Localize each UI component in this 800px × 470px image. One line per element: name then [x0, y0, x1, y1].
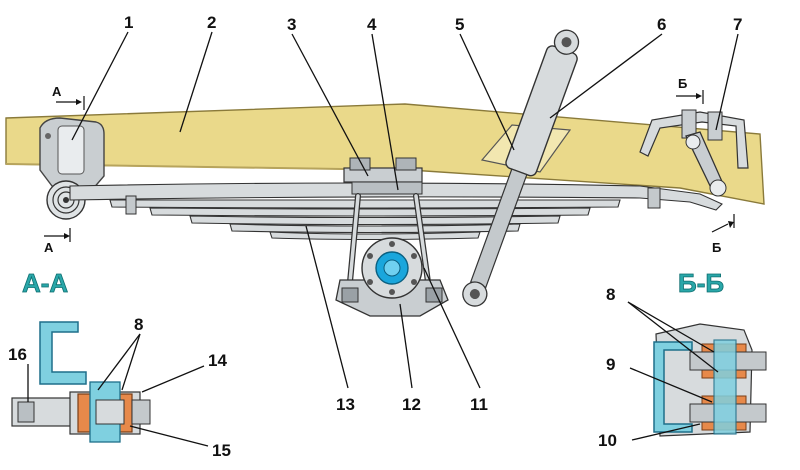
section-title-aa: А-А	[22, 268, 68, 298]
cut-marker-b-top: Б	[676, 76, 704, 104]
shock-absorber	[462, 29, 580, 307]
callout-8-left: 8	[134, 315, 143, 334]
callout-8-right: 8	[606, 285, 615, 304]
callout-9: 9	[606, 355, 615, 374]
cut-mark-b-top-label: Б	[678, 76, 687, 91]
cut-marker-a-top: А	[52, 84, 85, 110]
leaf-spring	[69, 182, 723, 241]
section-a-a	[11, 321, 151, 443]
section-title-bb: Б-Б	[678, 268, 724, 298]
leader-lines	[27, 31, 739, 447]
rear-shackle-bracket	[639, 109, 749, 169]
callout-5: 5	[455, 15, 464, 34]
callout-13: 13	[336, 395, 355, 414]
callout-6: 6	[657, 15, 666, 34]
section-b-b	[653, 323, 767, 437]
spring-shackle	[685, 131, 727, 197]
spring-clip-front	[125, 195, 137, 215]
callout-15: 15	[212, 441, 231, 460]
callout-10: 10	[598, 431, 617, 450]
callout-14: 14	[208, 351, 227, 370]
callout-2: 2	[207, 13, 216, 32]
callout-1: 1	[124, 13, 133, 32]
callout-4: 4	[367, 15, 377, 34]
cut-mark-b-bottom-label: Б	[712, 240, 721, 255]
spring-clip-rear	[647, 187, 661, 209]
cut-mark-a-bottom-label: А	[44, 240, 54, 255]
cut-mark-a-top-label: А	[52, 84, 62, 99]
cut-marker-a-bottom: А	[44, 228, 71, 255]
cut-marker-b-bottom: Б	[711, 214, 735, 255]
callout-12: 12	[402, 395, 421, 414]
callout-11: 11	[470, 395, 488, 414]
callout-7: 7	[733, 15, 742, 34]
callout-3: 3	[287, 15, 296, 34]
callout-16: 16	[8, 345, 27, 364]
spring-pad	[351, 181, 423, 195]
front-spring-bracket	[39, 117, 105, 191]
axle-hub	[361, 237, 423, 299]
